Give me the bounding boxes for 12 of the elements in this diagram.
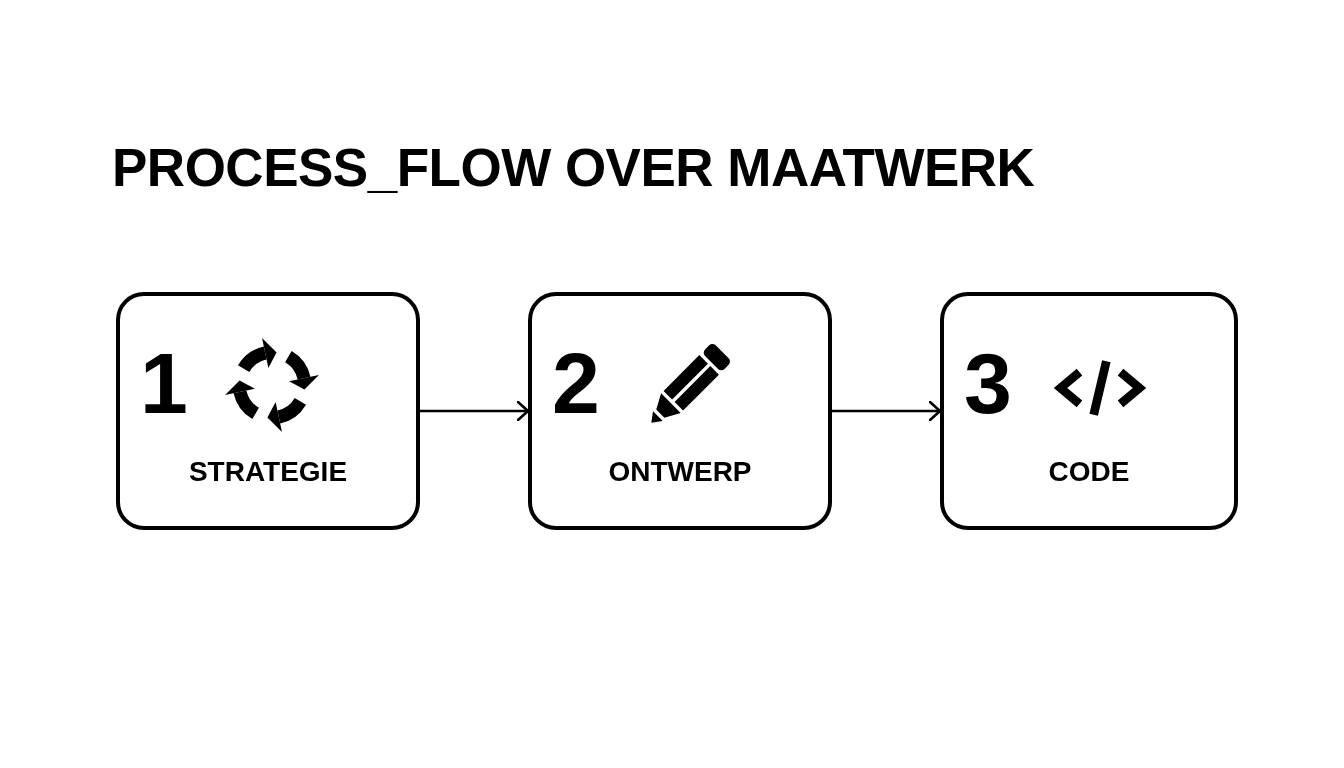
step-number: 1 [140, 340, 188, 426]
arrow [418, 400, 530, 422]
step-label: CODE [1047, 456, 1131, 488]
step-number: 2 [552, 340, 600, 426]
process-box [116, 292, 420, 530]
process-box [528, 292, 832, 530]
step-label: ONTWERP [607, 456, 753, 488]
step-number: 3 [964, 340, 1012, 426]
process-box [940, 292, 1238, 530]
step-label: STRATEGIE [187, 456, 349, 488]
diagram-title: PROCESS_FLOW OVER MAATWERK [112, 137, 1035, 199]
arrow [830, 400, 942, 422]
